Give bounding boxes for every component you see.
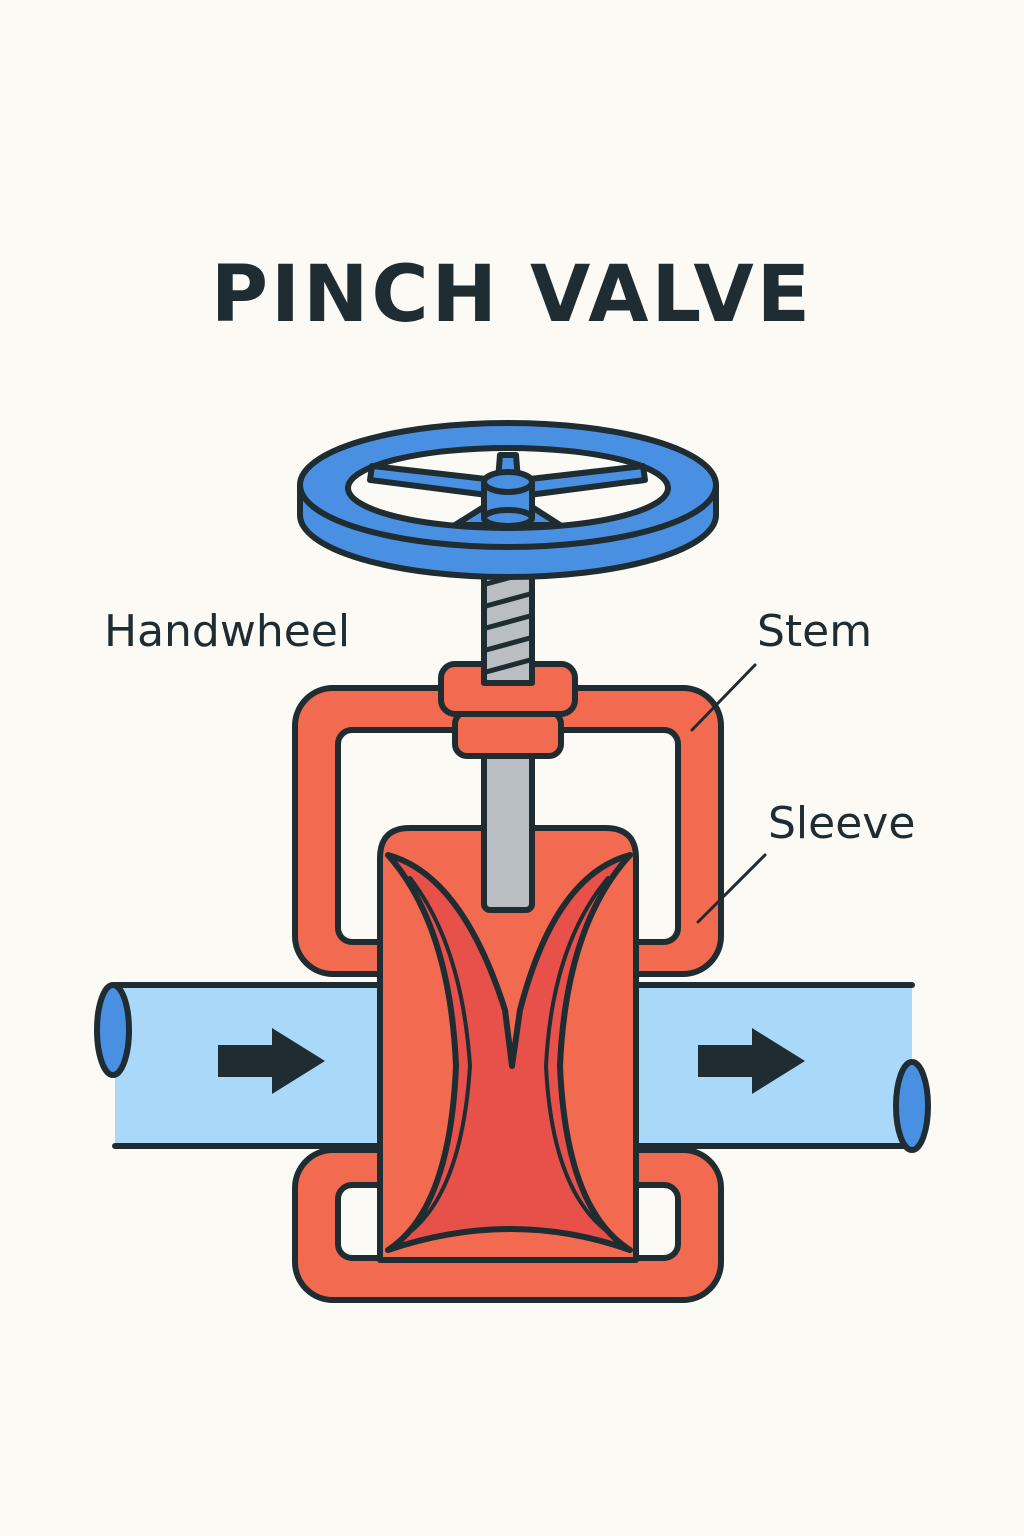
stem-label: Stem xyxy=(757,606,873,657)
sleeve-label: Sleeve xyxy=(768,798,916,849)
outlet-pipe-end xyxy=(893,1059,931,1153)
handwheel-label: Handwheel xyxy=(104,606,351,657)
handwheel[interactable] xyxy=(297,420,719,580)
sleeve-leader-line xyxy=(696,853,767,924)
bonnet xyxy=(438,661,578,759)
stem-lower xyxy=(481,745,535,913)
diagram-title: PINCH VALVE xyxy=(210,250,814,340)
right-arrow-icon xyxy=(218,1028,325,1094)
inlet-pipe-end xyxy=(94,982,132,1078)
stem-leader-line xyxy=(690,663,757,732)
right-arrow-icon xyxy=(698,1028,805,1094)
